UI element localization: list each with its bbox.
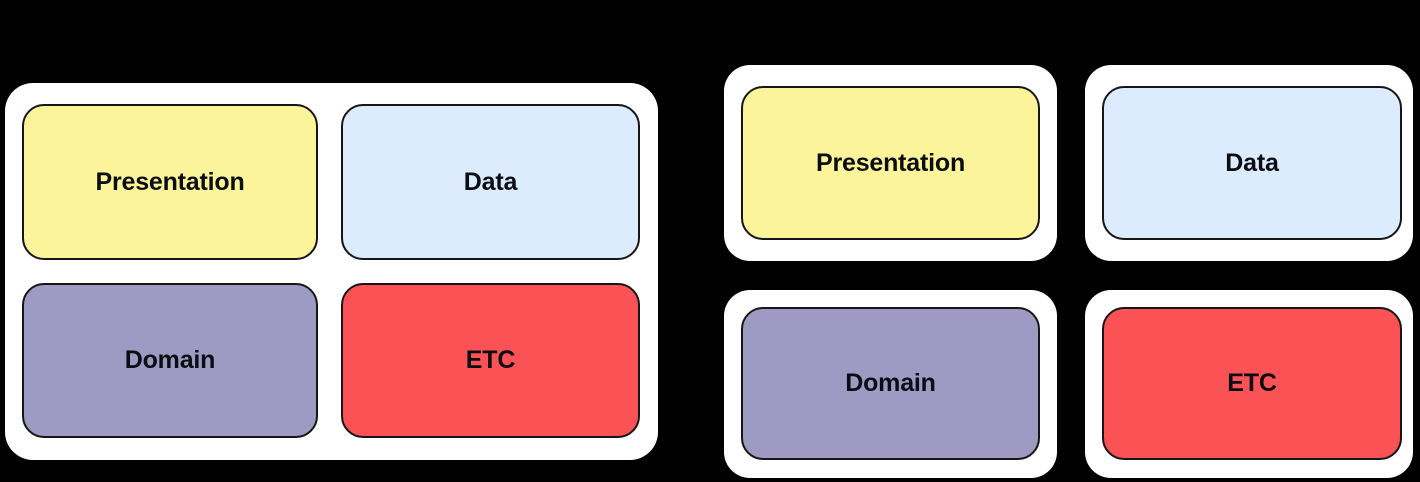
right-card-data-label: Data [1225,148,1279,177]
left-card-data[interactable]: Data [341,104,640,260]
right-card-data[interactable]: Data [1102,86,1402,240]
left-card-domain-label: Domain [124,346,216,374]
left-card-etc[interactable]: ETC [341,283,640,438]
left-card-data-label: Data [463,167,518,196]
left-card-presentation-label: Presentation [95,167,245,196]
left-card-domain[interactable]: Domain [22,283,318,438]
right-card-presentation-label: Presentation [815,148,966,177]
right-card-domain-label: Domain [845,369,936,397]
right-card-presentation[interactable]: Presentation [741,86,1040,240]
right-card-etc-label: ETC [1227,369,1277,397]
left-card-presentation[interactable]: Presentation [22,104,318,260]
right-card-etc[interactable]: ETC [1102,307,1402,460]
right-card-domain[interactable]: Domain [741,307,1040,460]
left-card-etc-label: ETC [465,346,516,374]
